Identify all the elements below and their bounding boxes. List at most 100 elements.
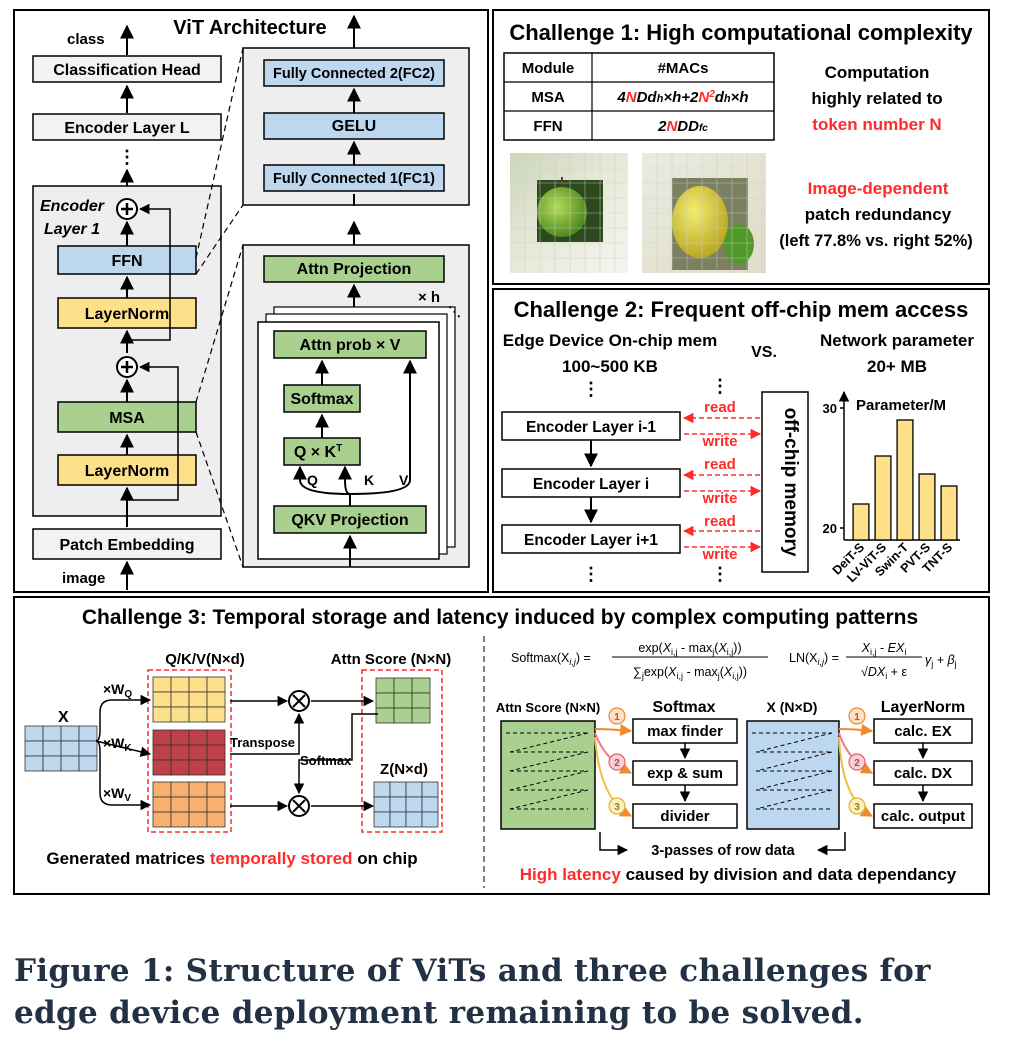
matrix-cell — [170, 781, 190, 798]
read-label-2: read — [704, 456, 736, 473]
encoder-layer-l-block — [32, 113, 222, 141]
ffn-macs-formula: 2NDDfc — [657, 118, 708, 135]
matrix-cell — [389, 796, 407, 813]
attn-projection-block — [263, 255, 445, 283]
layernorm-label-2: LayerNorm — [85, 463, 169, 480]
matrix-cell — [152, 744, 172, 761]
matrix-cell — [373, 796, 391, 813]
layernorm-block-1 — [57, 297, 197, 329]
challenge1: Challenge 1: High computational complexi… — [503, 20, 973, 273]
three-passes-label: 3-passes of row data — [651, 843, 795, 859]
fc1-block — [263, 164, 445, 192]
gelu-block — [263, 112, 445, 140]
patch-image-left — [510, 153, 628, 273]
macs-table — [503, 52, 775, 141]
qkv-matrices-label: Q/K/V(N×d) — [165, 651, 245, 668]
divider-label: divider — [660, 808, 709, 825]
write-label-2: write — [701, 490, 737, 507]
matrix-cell — [24, 755, 44, 772]
challenge2: Challenge 2: Frequent off-chip mem acces… — [501, 297, 974, 585]
encoder-layer-l-label: Encoder Layer L — [64, 120, 190, 137]
svg-text:γj + βj: γj + βj — [925, 653, 957, 669]
challenge1-title: Challenge 1: High computational complexi… — [509, 20, 973, 45]
svg-text:⋮: ⋮ — [711, 376, 729, 396]
matrix-cell — [24, 725, 44, 742]
challenge2-panel-border — [492, 288, 990, 593]
v-label: V — [399, 472, 409, 488]
challenge2-title: Challenge 2: Frequent off-chip mem acces… — [514, 297, 969, 322]
challenge3-panel-border — [13, 596, 990, 895]
svg-text:⋮: ⋮ — [582, 564, 600, 584]
off-chip-memory-block — [761, 391, 809, 573]
matrix-cell — [411, 692, 431, 709]
matrix-v — [152, 781, 226, 828]
svg-text:2: 2 — [854, 758, 860, 769]
off-chip-memory-label: off-chip memory — [780, 408, 801, 557]
matrix-cell — [188, 691, 208, 708]
matrix-cell — [411, 677, 431, 694]
patch-image-right — [642, 153, 766, 273]
fc2-block — [263, 59, 445, 87]
svg-text:1: 1 — [614, 712, 620, 723]
matrix-cell — [188, 676, 208, 693]
image-dependent-label: Image-dependent — [808, 179, 949, 198]
matrix-cell — [206, 729, 226, 746]
fc2-label: Fully Connected 2(FC2) — [273, 66, 435, 82]
matrix-cell — [393, 692, 413, 709]
edge-device-size: 100~500 KB — [562, 357, 658, 376]
chart-bar — [874, 455, 892, 541]
matrix-cell — [60, 740, 80, 757]
calc-output-label: calc. output — [881, 808, 965, 825]
matrix-cell — [60, 755, 80, 772]
vit-architecture: ViT Architecture class Classification He… — [32, 14, 470, 590]
layernorm-label-1: LayerNorm — [85, 306, 169, 323]
matrix-cell — [78, 755, 98, 772]
matrix-cell — [206, 759, 226, 776]
encoder-layer-i-minus-1 — [501, 411, 681, 441]
matrix-cell — [170, 691, 190, 708]
matrix-cell — [188, 744, 208, 761]
matrix-cell — [170, 744, 190, 761]
attn-score-nxn-label: Attn Score (N×N) — [496, 700, 600, 715]
high-latency-note: High latency caused by division and data… — [520, 865, 957, 884]
ffn-label: FFN — [111, 253, 142, 270]
matrix-cell — [152, 796, 172, 813]
challenge1-panel-border — [492, 9, 990, 285]
x-nxd-label: X (N×D) — [767, 699, 818, 715]
svg-text:2: 2 — [614, 758, 620, 769]
svg-text:3: 3 — [614, 802, 620, 813]
attn-prob-v-block — [273, 330, 427, 359]
formulas: Softmax(Xi,j) = exp(Xi,j - maxj(Xi,j)) ∑… — [511, 641, 957, 681]
table-cell-msa: MSA — [531, 89, 565, 106]
classification-head-label: Classification Head — [53, 62, 201, 79]
matrix-cell — [393, 677, 413, 694]
matrix-cell — [170, 811, 190, 828]
svg-text:3: 3 — [854, 802, 860, 813]
wk-label: ×WK — [103, 735, 132, 754]
matrix-cell — [24, 740, 44, 757]
patch-redundancy-label: patch redundancy — [805, 205, 952, 224]
fc1-label: Fully Connected 1(FC1) — [273, 171, 435, 187]
matrix-x — [24, 725, 98, 772]
matrix-cell — [411, 707, 431, 724]
matrix-z — [373, 781, 439, 828]
svg-text:1: 1 — [854, 712, 860, 723]
gelu-label: GELU — [332, 118, 376, 135]
edge-device-label: Edge Device On-chip mem — [503, 331, 717, 350]
encoder-1-label: Encoder — [40, 198, 105, 215]
qkv-projection-label: QKV Projection — [291, 512, 408, 529]
table-cell-ffn: FFN — [533, 118, 562, 135]
max-finder-block — [632, 718, 738, 744]
matrix-cell — [152, 706, 172, 723]
read-label-1: read — [704, 399, 736, 416]
matrix-cell — [206, 691, 226, 708]
matrix-cell — [152, 676, 172, 693]
matrix-cell — [152, 811, 172, 828]
matrix-cell — [188, 796, 208, 813]
vit-ellipsis: ⋮ — [118, 147, 136, 167]
matrix-cell — [421, 796, 439, 813]
chart-bar — [896, 419, 914, 541]
y-tick-label: 30 — [823, 401, 837, 416]
layernorm-pipeline-title: LayerNorm — [881, 699, 965, 716]
attn-projection-label: Attn Projection — [297, 261, 412, 278]
